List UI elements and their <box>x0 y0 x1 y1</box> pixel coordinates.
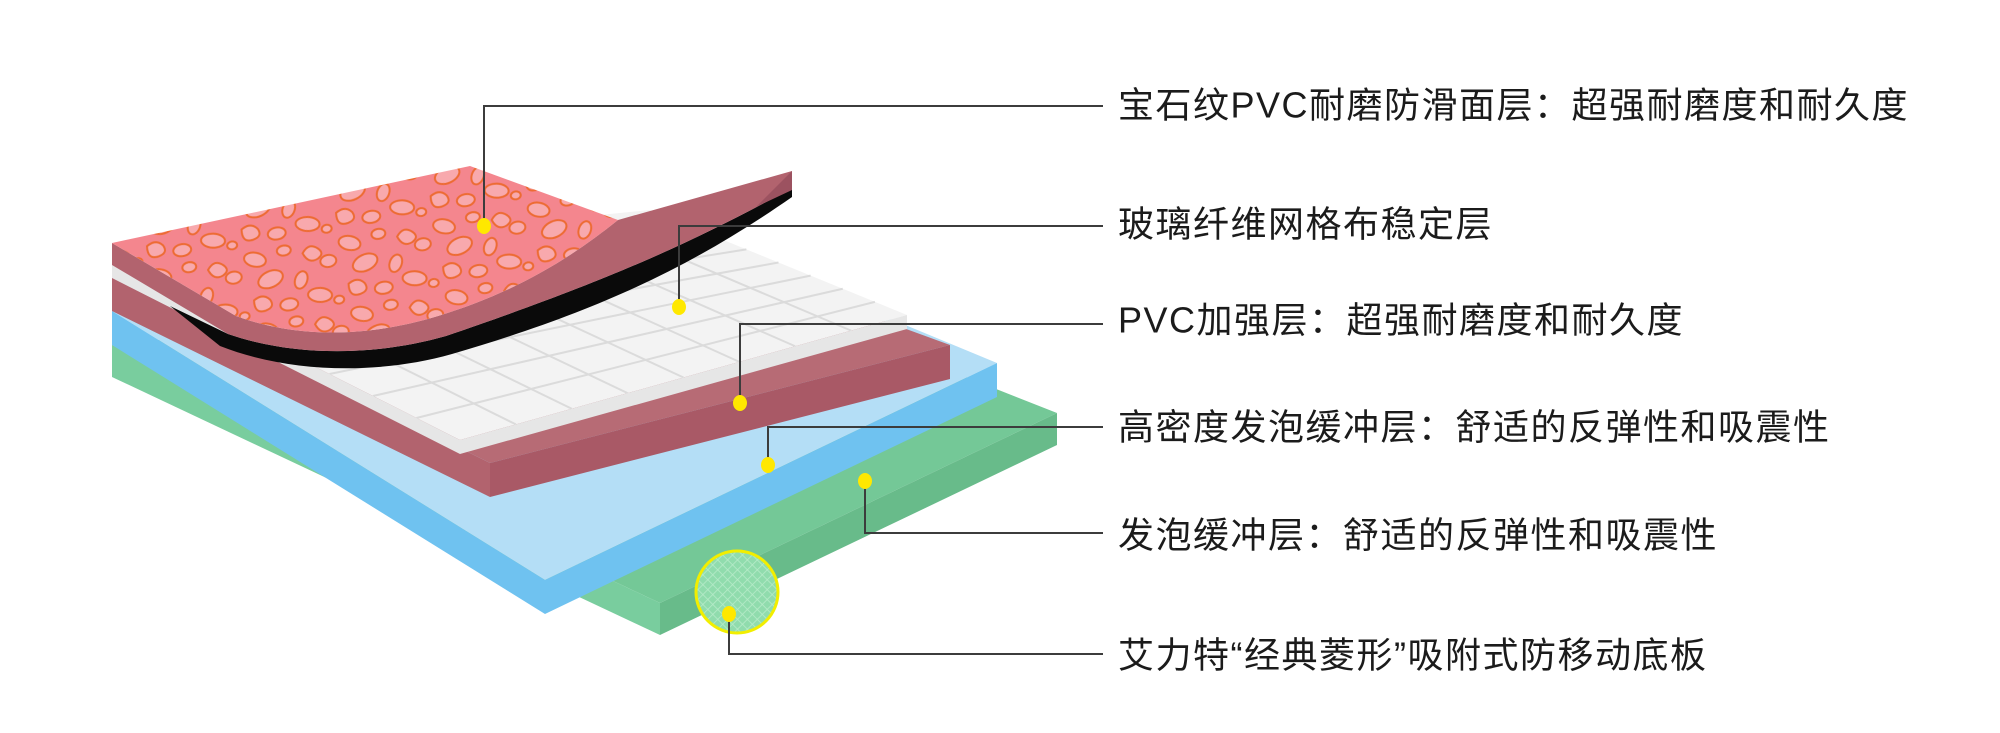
callout-bottom-plate: 艾力特“经典菱形”吸附式防移动底板 <box>1118 634 1708 676</box>
magnifier-circle <box>694 549 780 635</box>
marker-dot-bottom-plate <box>722 606 736 622</box>
leader-line-6 <box>728 614 1103 655</box>
marker-dot-mesh <box>672 299 686 315</box>
layer-blue-front-left <box>112 311 545 614</box>
mesh-shadow-wedge <box>170 188 792 369</box>
marker-dot-foam <box>858 473 872 489</box>
marker-dots <box>477 218 872 622</box>
marker-dot-hd-foam <box>761 457 775 473</box>
layer-pvc-front-right <box>490 345 950 497</box>
leader-line-2 <box>678 225 1103 307</box>
leader-line-3 <box>739 323 1103 403</box>
surface-edge-band <box>112 171 792 352</box>
callout-fiberglass-layer: 玻璃纤维网格布稳定层 <box>1118 203 1494 245</box>
layer-blue-front-right <box>545 363 997 614</box>
leader-line-5 <box>864 481 1103 534</box>
leader-line-1 <box>483 105 1103 226</box>
leader-lines <box>483 105 1103 655</box>
marker-dot-surface <box>477 218 491 234</box>
layer-mesh-front-right <box>460 315 907 454</box>
surface-flap-tip <box>756 171 792 207</box>
callout-surface-layer: 宝石纹PVC耐磨防滑面层：超强耐磨度和耐久度 <box>1118 84 1910 126</box>
marker-dot-pvc <box>733 395 747 411</box>
leader-line-4 <box>767 426 1103 465</box>
callout-pvc-layer: PVC加强层：超强耐磨度和耐久度 <box>1118 299 1685 341</box>
surface-top-textured <box>112 166 618 333</box>
callout-foam-layer: 发泡缓冲层：舒适的反弹性和吸震性 <box>1118 514 1719 556</box>
mesh-grid-line <box>416 300 876 419</box>
callout-hd-foam-layer: 高密度发泡缓冲层：舒适的反弹性和吸震性 <box>1118 406 1831 448</box>
mesh-grid-line <box>372 287 843 397</box>
